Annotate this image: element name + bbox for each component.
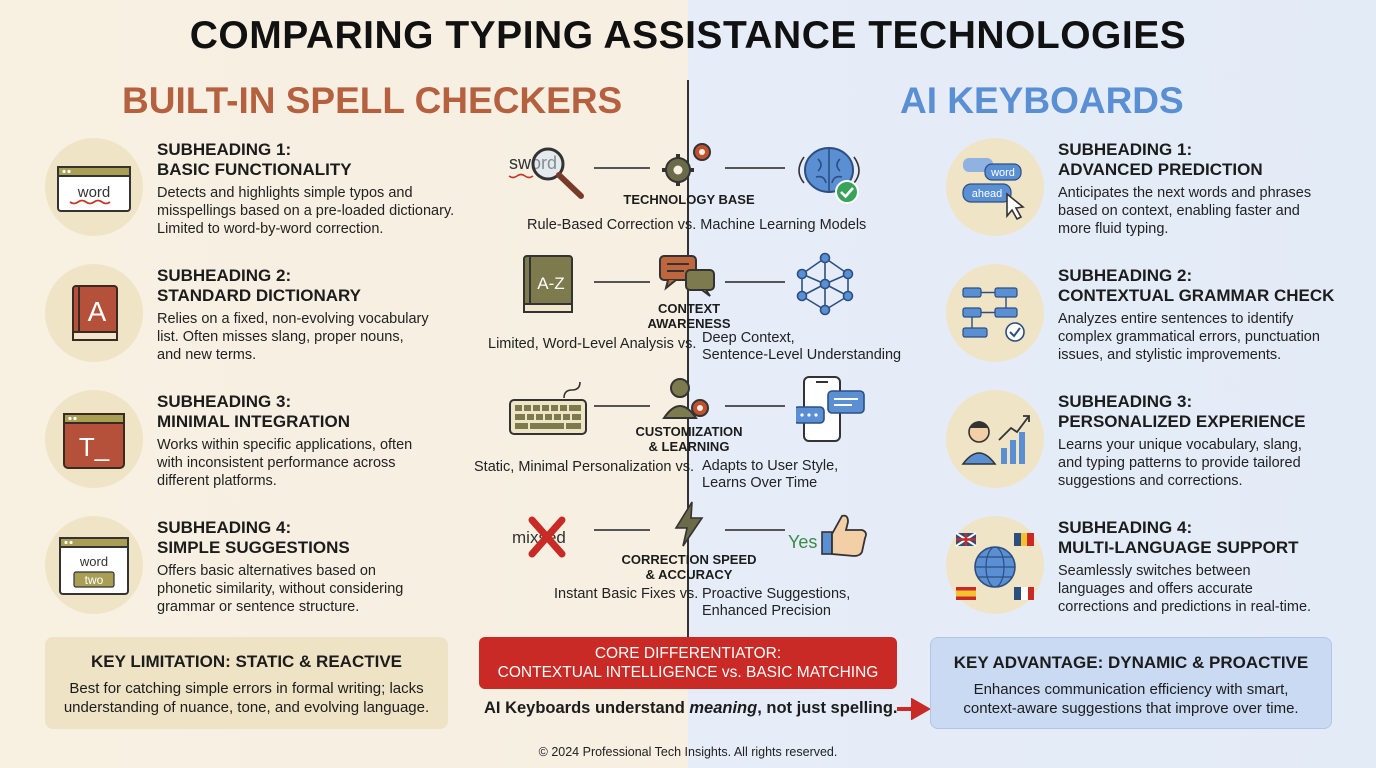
crossed-mistake-icon: mixsed bbox=[512, 516, 566, 558]
svg-text:word: word bbox=[79, 554, 108, 569]
user-growth-chart-icon bbox=[946, 390, 1044, 488]
center-description-right: Deep Context,Sentence-Level Understandin… bbox=[702, 330, 902, 363]
subheading-number: SUBHEADING 1: bbox=[157, 140, 292, 159]
chat-bubbles-icon bbox=[659, 255, 715, 297]
phone-chat-icon bbox=[796, 376, 865, 442]
left-heading: BUILT-IN SPELL CHECKERS bbox=[122, 80, 623, 121]
az-book-icon: A-Z bbox=[523, 255, 573, 313]
center-description-right: Adapts to User Style,Learns Over Time bbox=[702, 458, 839, 491]
svg-text:A-Z: A-Z bbox=[537, 274, 564, 293]
key-advantage-box: KEY ADVANTAGE: DYNAMIC & PROACTIVE Enhan… bbox=[930, 637, 1332, 729]
key-limitation-title: KEY LIMITATION: STATIC & REACTIVE bbox=[90, 652, 403, 671]
center-divider bbox=[687, 80, 689, 640]
brain-check-icon bbox=[798, 147, 860, 204]
copyright-footer: © 2024 Professional Tech Insights. All r… bbox=[538, 745, 838, 759]
magnifier-sword-icon: sword bbox=[508, 147, 584, 199]
globe-flags-icon bbox=[946, 516, 1044, 614]
subheading-number: SUBHEADING 3: bbox=[157, 392, 292, 411]
connector-line bbox=[725, 167, 785, 169]
subheading-title: PERSONALIZED EXPERIENCE bbox=[1058, 412, 1306, 431]
connector-line bbox=[594, 167, 650, 169]
subheading-description: Learns your unique vocabulary, slang,and… bbox=[1058, 437, 1302, 489]
connector-line bbox=[725, 405, 785, 407]
key-advantage-title: KEY ADVANTAGE: DYNAMIC & PROACTIVE bbox=[953, 653, 1309, 672]
subheading-number: SUBHEADING 2: bbox=[157, 266, 292, 285]
key-advantage-body: Enhances communication efficiency with s… bbox=[963, 681, 1299, 717]
subheading-number: SUBHEADING 4: bbox=[1058, 518, 1193, 537]
suggestion-window-icon: word two bbox=[45, 516, 143, 614]
connector-line bbox=[725, 529, 785, 531]
subheading-title: CONTEXTUAL GRAMMAR CHECK bbox=[1058, 286, 1335, 305]
subheading-title: STANDARD DICTIONARY bbox=[157, 286, 361, 305]
center-description-right: Proactive Suggestions,Enhanced Precision bbox=[702, 586, 851, 619]
keyboard-icon bbox=[509, 381, 587, 435]
subheading-title: MULTI-LANGUAGE SUPPORT bbox=[1058, 538, 1299, 557]
right-heading: AI KEYBOARDS bbox=[900, 80, 1184, 121]
svg-text:word: word bbox=[990, 167, 1015, 179]
svg-text:two: two bbox=[85, 573, 104, 587]
svg-text:T_: T_ bbox=[79, 432, 110, 462]
svg-text:A: A bbox=[88, 296, 107, 327]
center-label: CORRECTION SPEED& ACCURACY bbox=[621, 552, 757, 582]
dictionary-book-icon: A bbox=[45, 264, 143, 362]
prediction-bubbles-icon: word ahead bbox=[946, 138, 1044, 236]
center-description-left: Static, Minimal Personalization vs. bbox=[474, 459, 694, 475]
tagline: AI Keyboards understand meaning, not jus… bbox=[484, 699, 898, 717]
yes-thumbs-up-icon: Yes bbox=[788, 514, 867, 557]
gears-icon bbox=[662, 143, 711, 186]
terminal-window-icon: T_ bbox=[45, 390, 143, 488]
subheading-number: SUBHEADING 3: bbox=[1058, 392, 1193, 411]
user-gear-icon bbox=[662, 378, 709, 419]
neural-network-icon bbox=[796, 252, 854, 316]
subheading-description: Works within specific applications, ofte… bbox=[157, 437, 413, 489]
subheading-number: SUBHEADING 4: bbox=[157, 518, 292, 537]
svg-text:ahead: ahead bbox=[972, 188, 1003, 200]
center-description-left: Limited, Word-Level Analysis vs. bbox=[488, 336, 697, 352]
subheading-number: SUBHEADING 2: bbox=[1058, 266, 1193, 285]
key-limitation-body: Best for catching simple errors in forma… bbox=[63, 680, 430, 716]
subheading-title: ADVANCED PREDICTION bbox=[1058, 160, 1263, 179]
page-title: COMPARING TYPING ASSISTANCE TECHNOLOGIES bbox=[189, 14, 1187, 57]
connector-line bbox=[594, 529, 650, 531]
center-label: CUSTOMIZATION& LEARNING bbox=[635, 424, 743, 454]
connector-line bbox=[725, 281, 785, 283]
key-limitation-box: KEY LIMITATION: STATIC & REACTIVE Best f… bbox=[45, 637, 448, 729]
connector-line bbox=[594, 405, 650, 407]
center-label: TECHNOLOGY BASE bbox=[623, 192, 755, 207]
center-description: Rule-Based Correction vs. Machine Learni… bbox=[527, 217, 867, 233]
core-differentiator-banner: CORE DIFFERENTIATOR: CONTEXTUAL INTELLIG… bbox=[479, 637, 897, 689]
center-description-left: Instant Basic Fixes vs. bbox=[554, 586, 699, 602]
svg-text:Yes: Yes bbox=[788, 532, 817, 552]
subheading-title: MINIMAL INTEGRATION bbox=[157, 412, 350, 431]
arrow-right-icon bbox=[897, 698, 931, 720]
connector-line bbox=[594, 281, 650, 283]
subheading-number: SUBHEADING 1: bbox=[1058, 140, 1193, 159]
subheading-title: SIMPLE SUGGESTIONS bbox=[157, 538, 350, 557]
svg-text:word: word bbox=[77, 184, 111, 201]
lightning-icon bbox=[674, 501, 704, 547]
subheading-description: Relies on a fixed, non-evolving vocabula… bbox=[157, 311, 429, 363]
subheading-title: BASIC FUNCTIONALITY bbox=[157, 160, 352, 179]
flowchart-check-icon bbox=[946, 264, 1044, 362]
browser-word-icon: word bbox=[45, 138, 143, 236]
